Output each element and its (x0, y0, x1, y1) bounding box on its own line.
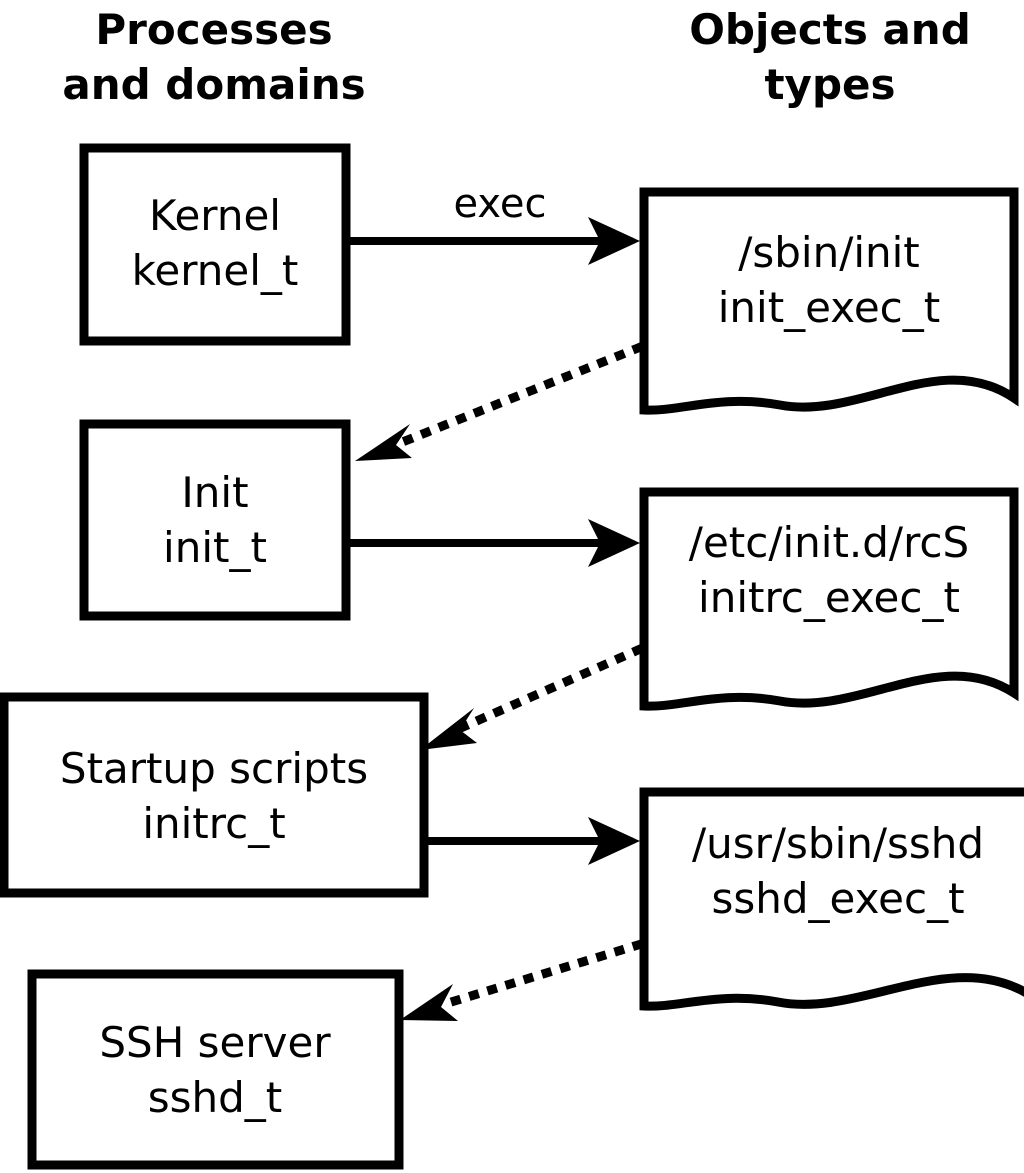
object-node-sshd-exec[interactable]: /usr/sbin/sshd sshd_exec_t (639, 787, 1024, 1011)
column-header-processes-line2: and domains (62, 60, 365, 109)
column-header-processes: Processes and domains (62, 5, 365, 109)
process-node-init-box[interactable] (79, 419, 351, 621)
edge-init-exec-rcs-arrowhead (588, 519, 640, 567)
process-node-kernel-box[interactable] (79, 143, 351, 346)
process-node-kernel[interactable]: Kernel kernel_t (79, 143, 351, 346)
edge-initrc-exec-sshd-arrowhead (588, 817, 640, 865)
process-node-initrc-name: Startup scripts (60, 744, 368, 793)
object-node-sshd-exec-type: sshd_exec_t (711, 874, 964, 923)
object-node-initrc-exec[interactable]: /etc/init.d/rcS initrc_exec_t (639, 487, 1019, 711)
object-node-initrc-exec-path: /etc/init.d/rcS (689, 518, 969, 567)
edge-initrc-transition-line (457, 644, 644, 733)
process-node-initrc-box[interactable] (0, 692, 429, 898)
object-node-sshd-exec-document[interactable] (639, 787, 1024, 1011)
process-node-initrc[interactable]: Startup scripts initrc_t (0, 692, 429, 898)
process-node-init-name: Init (181, 468, 248, 517)
edge-label-exec: exec (454, 181, 547, 227)
edge-kernel-exec-init: exec (350, 181, 640, 265)
edge-init-exec-transition (355, 342, 644, 461)
column-header-objects-line1: Objects and (689, 5, 971, 54)
object-node-initrc-exec-document[interactable] (639, 487, 1019, 711)
edge-sshd-transition (400, 939, 644, 1021)
edge-initrc-transition (420, 644, 644, 750)
object-node-init-exec-type: init_exec_t (718, 283, 941, 332)
process-node-sshd-box[interactable] (27, 969, 404, 1170)
edge-kernel-exec-init-arrowhead (588, 217, 640, 265)
column-header-processes-line1: Processes (95, 5, 332, 54)
edge-init-exec-transition-arrowhead (355, 424, 412, 461)
edge-sshd-transition-line (442, 939, 644, 1009)
column-header-objects-line2: types (764, 60, 895, 109)
process-node-init-type: init_t (163, 523, 267, 572)
process-node-sshd[interactable]: SSH server sshd_t (27, 969, 404, 1170)
object-node-init-exec-document[interactable] (639, 187, 1019, 415)
process-node-kernel-name: Kernel (149, 191, 281, 240)
process-node-initrc-type: initrc_t (142, 799, 285, 848)
edge-initrc-exec-sshd (428, 817, 640, 865)
object-node-sshd-exec-path: /usr/sbin/sshd (692, 819, 984, 868)
object-node-init-exec[interactable]: /sbin/init init_exec_t (639, 187, 1019, 415)
column-header-objects: Objects and types (689, 5, 971, 109)
edge-init-exec-rcs (350, 519, 640, 567)
process-node-sshd-name: SSH server (99, 1018, 331, 1067)
object-node-initrc-exec-type: initrc_exec_t (698, 573, 960, 622)
process-node-kernel-type: kernel_t (132, 246, 299, 295)
edge-sshd-transition-arrowhead (400, 984, 458, 1021)
edge-init-exec-transition-line (394, 342, 644, 449)
process-node-sshd-type: sshd_t (148, 1073, 283, 1122)
edge-initrc-transition-arrowhead (420, 708, 477, 750)
process-node-init[interactable]: Init init_t (79, 419, 351, 621)
object-node-init-exec-path: /sbin/init (738, 228, 920, 277)
